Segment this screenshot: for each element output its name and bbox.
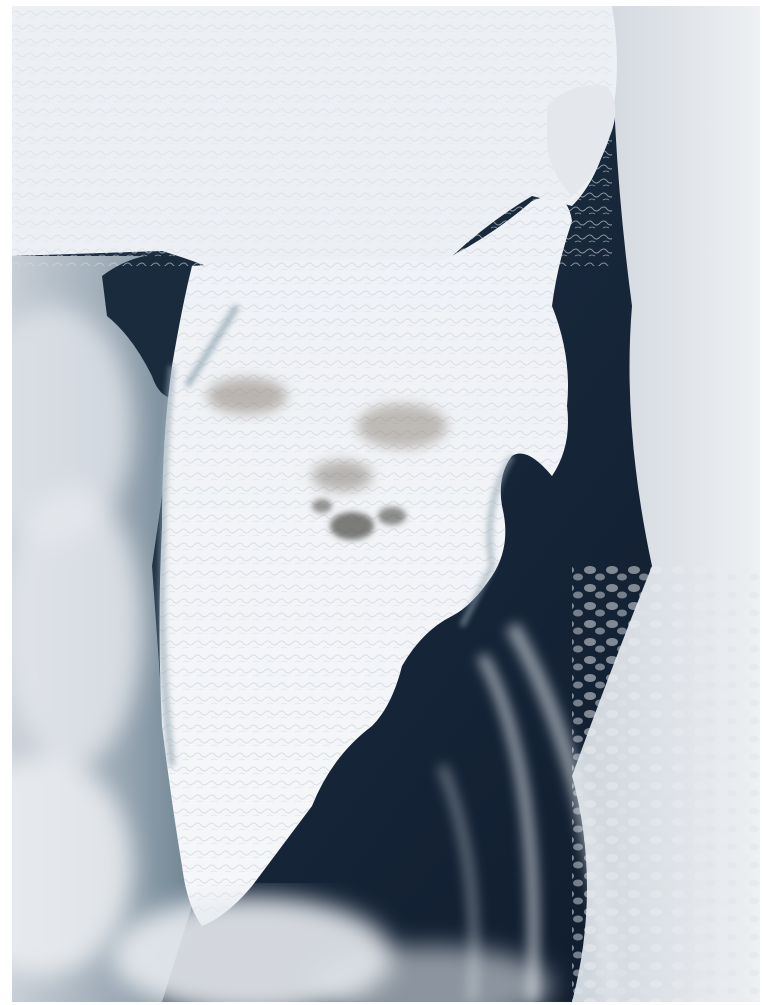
sea-ice-fringe	[158, 304, 515, 767]
volcanic-rock	[312, 499, 406, 540]
ash-plume	[207, 378, 447, 491]
western-cloud-bank	[12, 306, 142, 976]
southern-cloud	[112, 896, 552, 1002]
satellite-image	[12, 6, 760, 1002]
satellite-scene	[12, 6, 760, 1002]
peninsula-terrain-texture	[159, 196, 572, 926]
northeast-cape	[547, 85, 616, 196]
